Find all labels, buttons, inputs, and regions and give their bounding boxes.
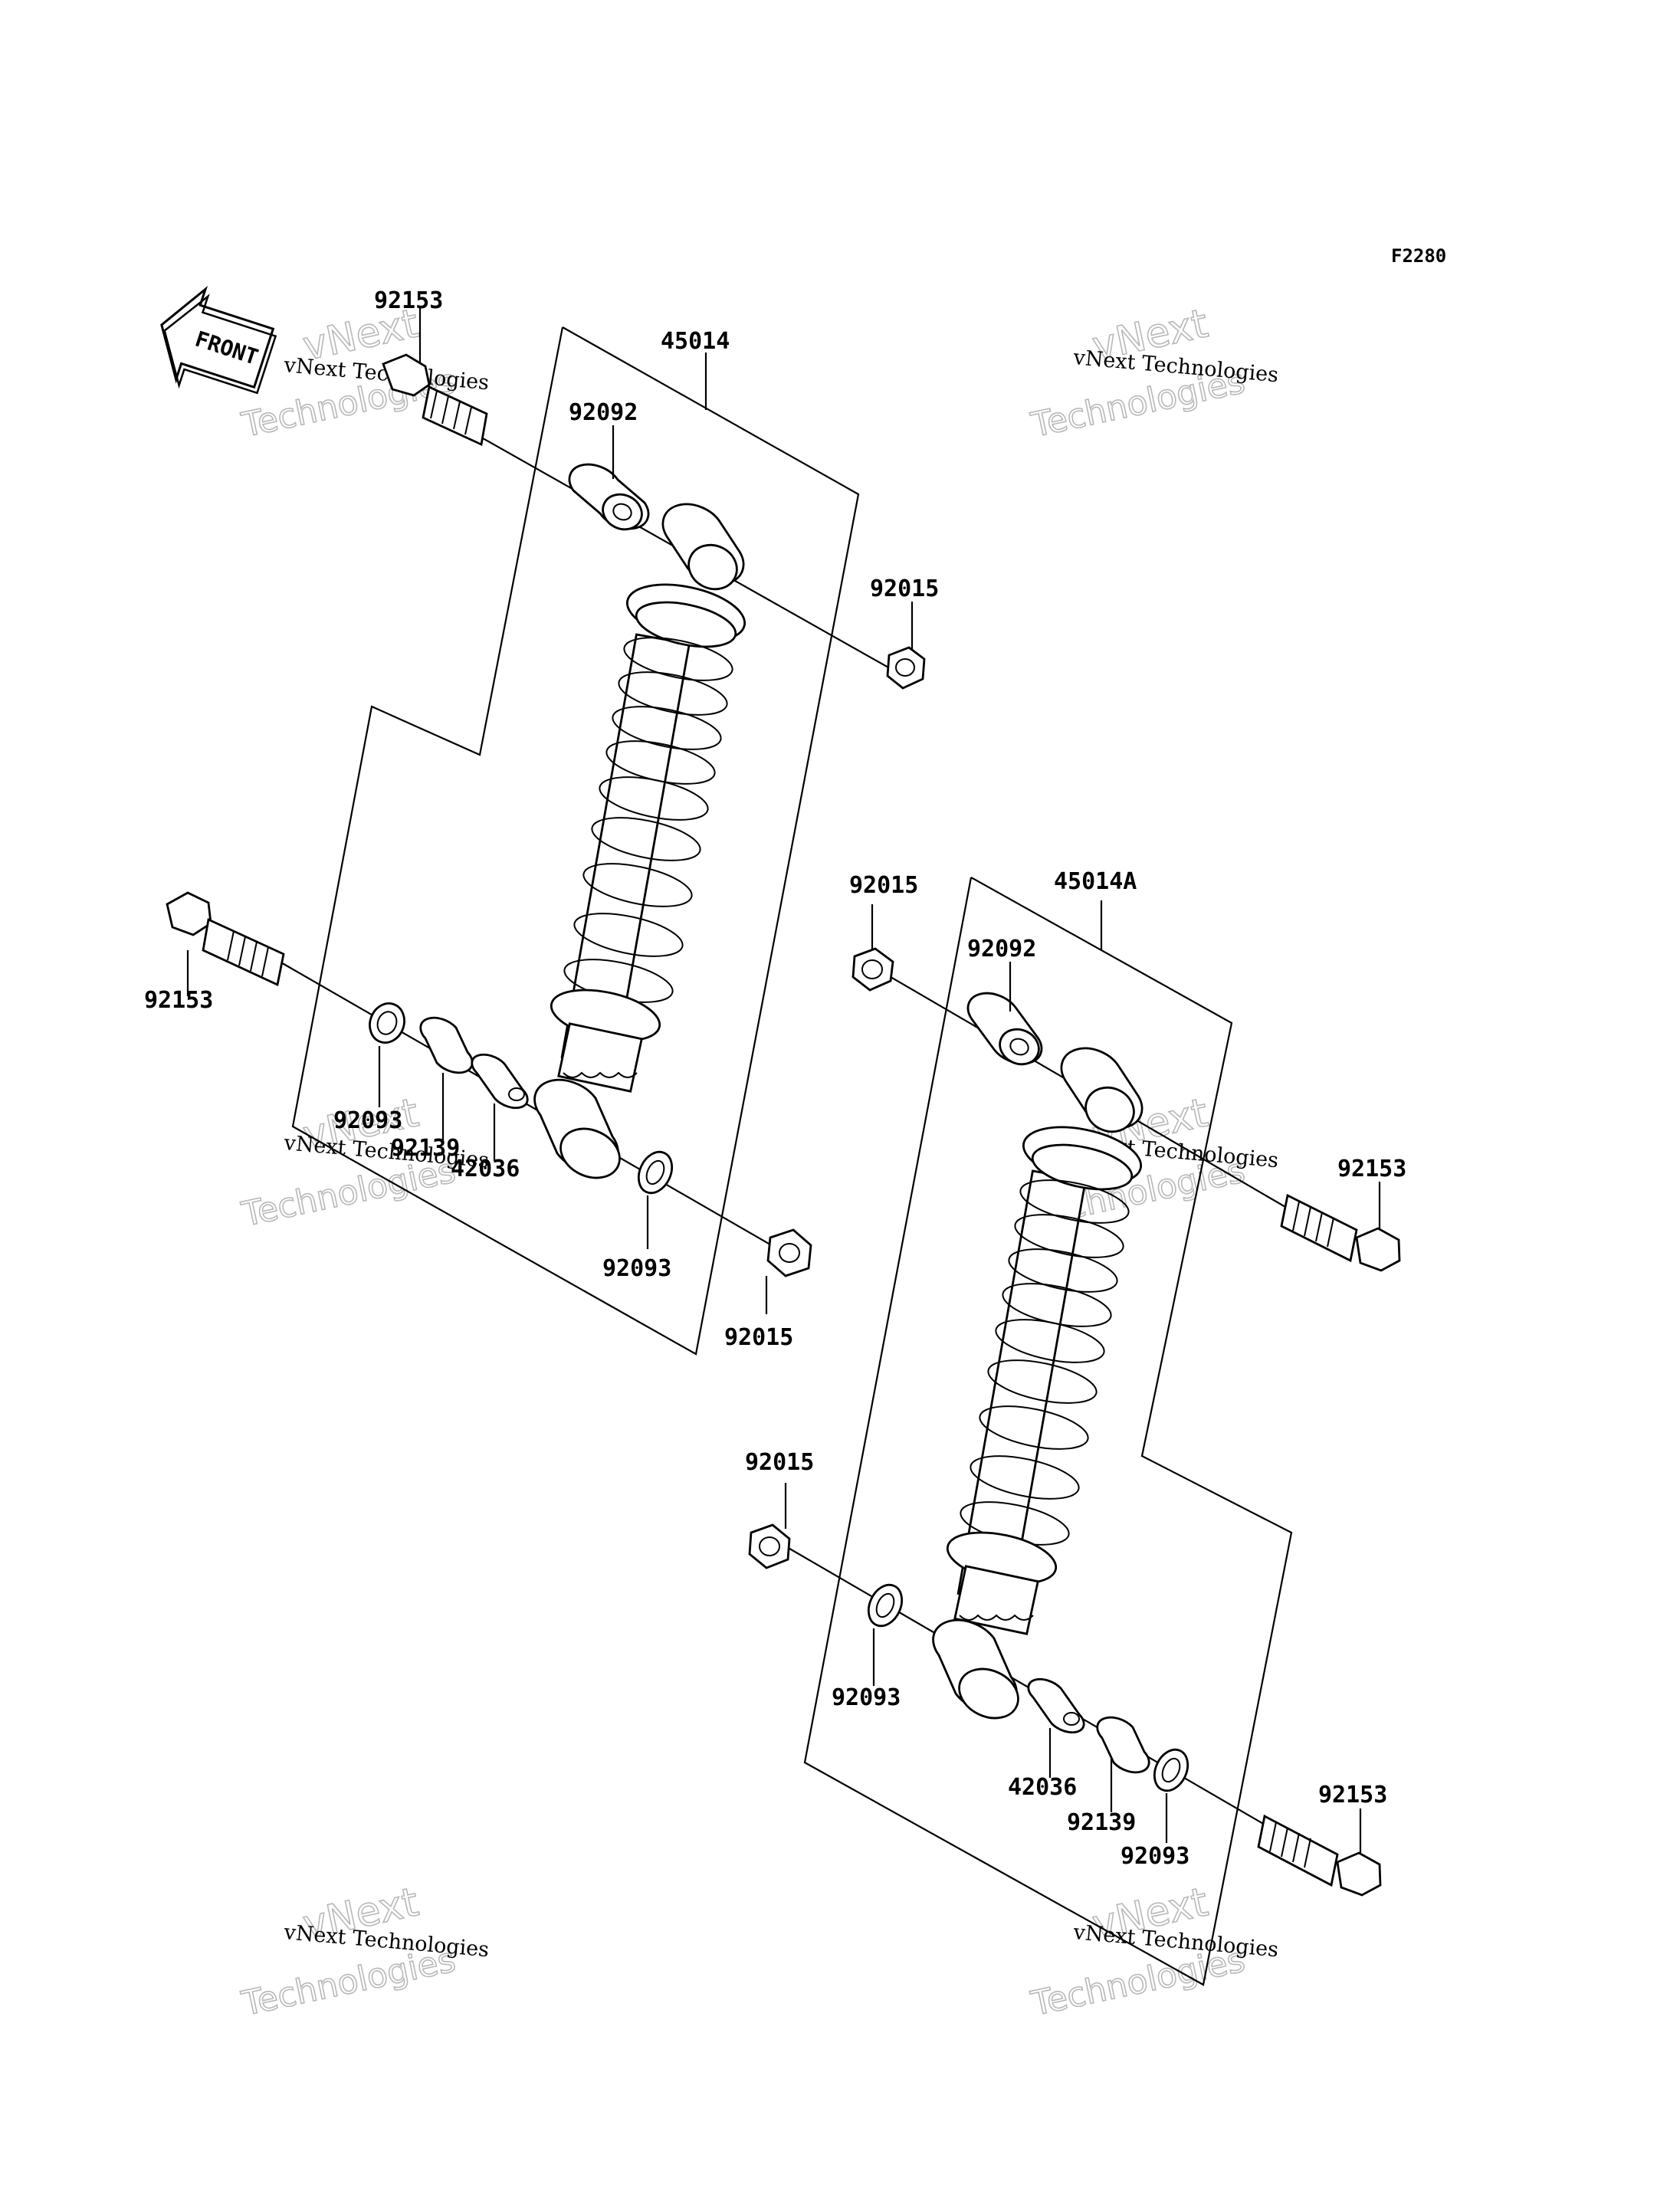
shock-eye-top-left: [661, 503, 745, 591]
label-collar-top-right: 92092: [967, 936, 1036, 962]
label-assembly-left: 45014: [661, 328, 730, 355]
label-bolt-bottom-left: 92153: [144, 987, 213, 1014]
sleeve-right: [1096, 1716, 1150, 1774]
front-arrow-icon: FRONT: [160, 285, 277, 395]
bolt-top-right: [1280, 1193, 1401, 1272]
label-sleeve-right: 92139: [1067, 1809, 1136, 1836]
nut-top-right: [851, 947, 894, 992]
watermark-top-right: vNext Technologies vNext Technologies: [1027, 300, 1279, 446]
shock-absorber-right: [946, 1126, 1143, 1635]
label-washer-right-left: 92093: [602, 1255, 671, 1282]
label-nut-bottom-left: 92015: [724, 1324, 793, 1351]
bushing-right: [1027, 1677, 1085, 1734]
label-washer-left-left: 92093: [333, 1107, 402, 1134]
watermark-bottom-right: vNext Technologies vNext Technologies: [1027, 1879, 1279, 2025]
left-shock-assembly: 92153 45014 92092 92015 92153 92093 9213…: [144, 287, 939, 1356]
label-washer-left-right: 92093: [832, 1684, 901, 1711]
spring-coils-right: [960, 1179, 1130, 1546]
label-nut-top-left: 92015: [870, 575, 939, 602]
collar-top-right: [966, 992, 1043, 1066]
label-sleeve-left: 92139: [391, 1135, 460, 1162]
shock-absorber-left: [550, 583, 746, 1093]
washer-left-right: [867, 1583, 904, 1628]
nut-top-left: [886, 646, 926, 690]
label-bolt-bottom-right: 92153: [1318, 1782, 1387, 1808]
washer-right-right: [1153, 1748, 1189, 1792]
label-nut-bottom-right: 92015: [745, 1449, 814, 1476]
figure-code: F2280: [1391, 245, 1446, 267]
label-bolt-top-left: 92153: [374, 287, 443, 314]
label-bushing-left: 42036: [451, 1156, 520, 1182]
nut-bottom-right: [748, 1523, 791, 1569]
bushing-left: [471, 1053, 529, 1110]
bolt-bottom-left: [166, 891, 285, 987]
label-bushing-right: 42036: [1008, 1774, 1077, 1801]
washer-right-left: [637, 1150, 674, 1195]
bolt-bottom-right: [1257, 1814, 1382, 1897]
sleeve-left: [419, 1016, 474, 1074]
nut-bottom-left: [766, 1228, 812, 1277]
assembly-bracket-left: [291, 326, 860, 1356]
watermark-bottom-left: vNext Technologies vNext Technologies: [238, 1879, 490, 2025]
shock-eye-bottom-left: [533, 1078, 621, 1179]
assembly-bracket-right: [803, 877, 1293, 1986]
collar-top-left: [568, 463, 650, 531]
shock-eye-top-right: [1060, 1047, 1144, 1133]
shock-eye-bottom-right: [932, 1618, 1019, 1720]
label-assembly-right: 45014A: [1054, 868, 1137, 895]
label-nut-top-right: 92015: [849, 872, 918, 899]
label-collar-top-left: 92092: [569, 399, 638, 426]
washer-left-left: [369, 1002, 405, 1044]
right-shock-assembly: 92015 45014A 92092 92153 92015 92093 420…: [745, 868, 1406, 1986]
label-bolt-top-right: 92153: [1337, 1156, 1406, 1182]
bolt-top-left: [382, 353, 488, 447]
label-washer-right-right: 92093: [1121, 1843, 1189, 1870]
